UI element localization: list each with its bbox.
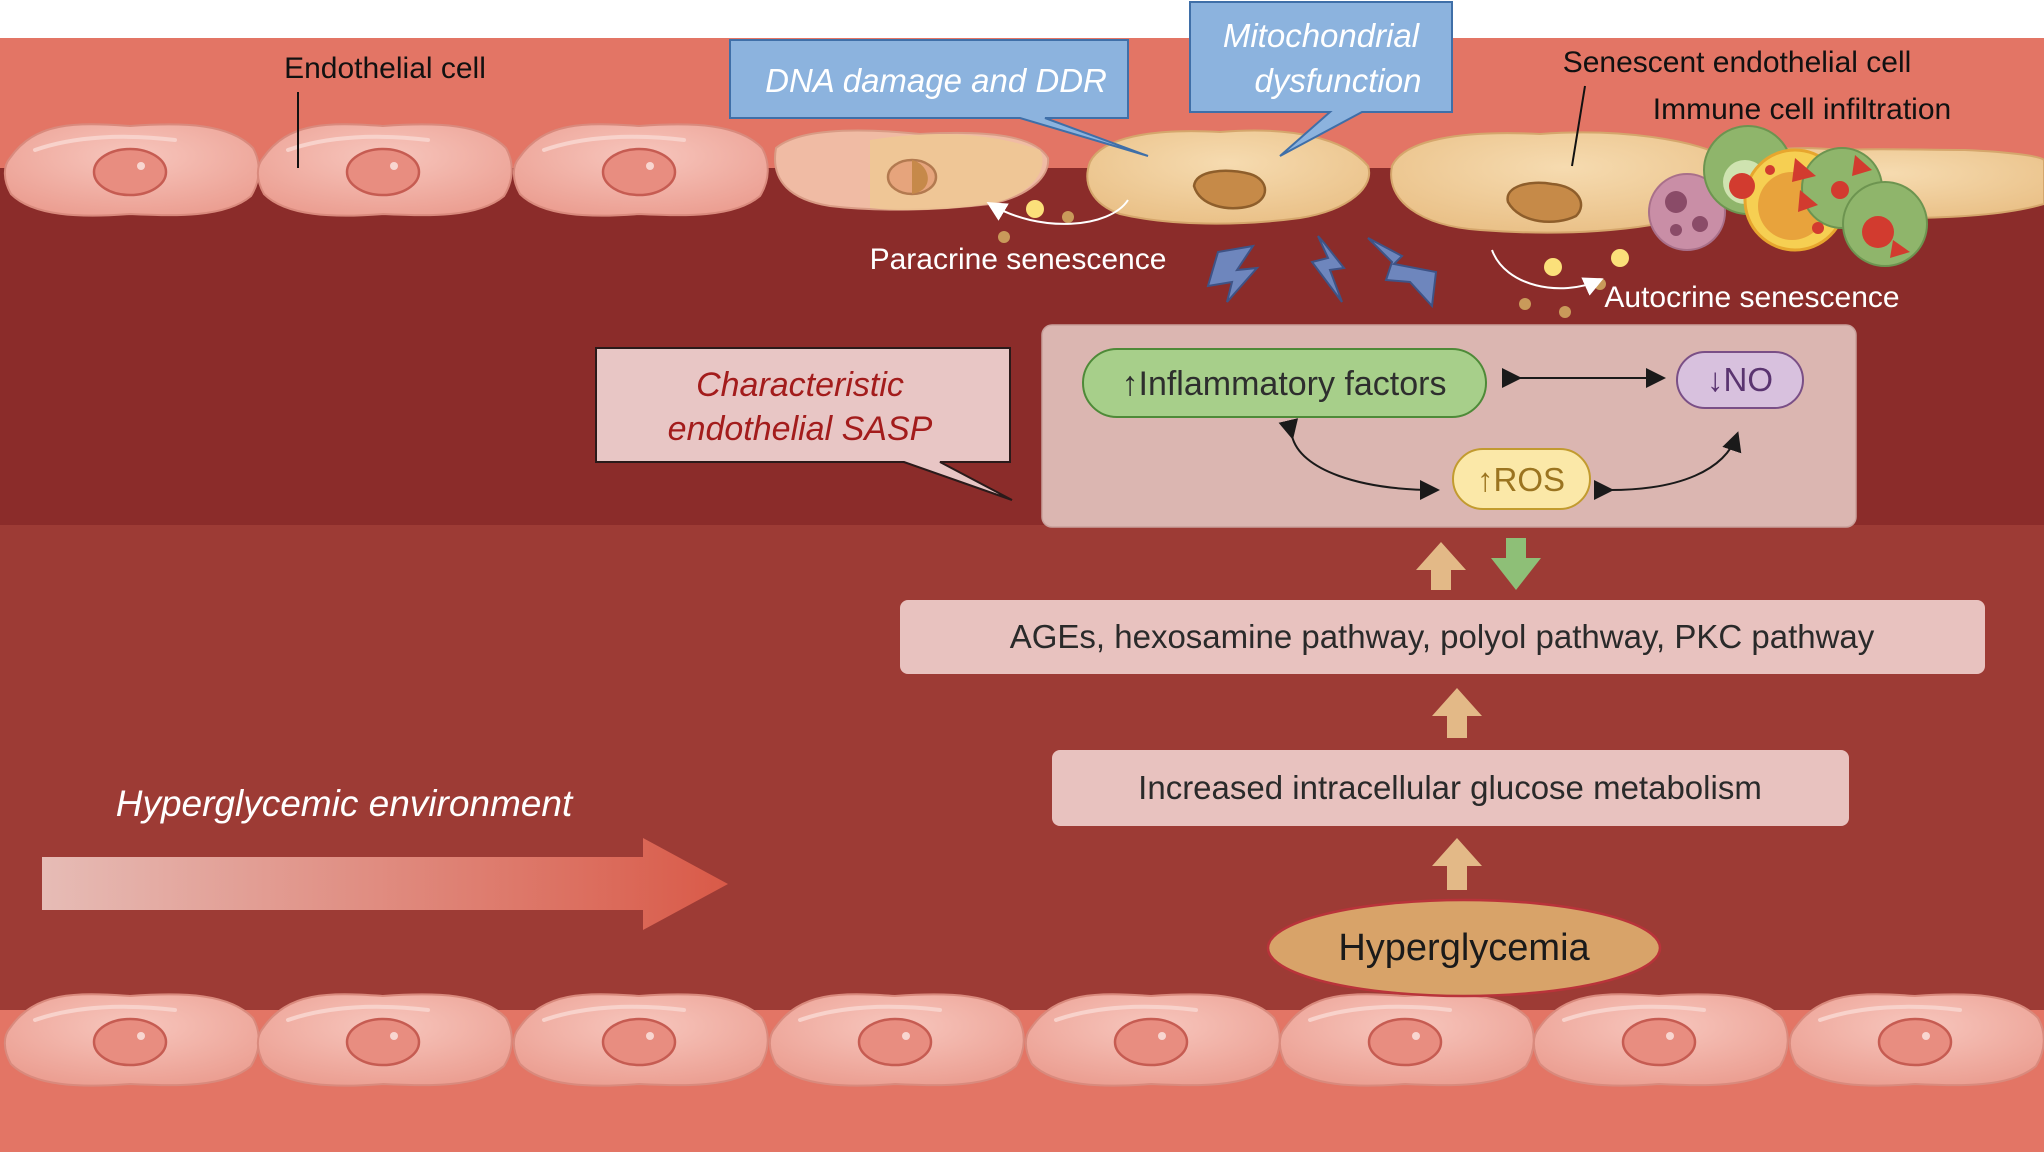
- endothelial-cell: [511, 992, 770, 1088]
- paracrine-label: Paracrine senescence: [870, 243, 1167, 276]
- endothelial-cell: [1531, 992, 1790, 1088]
- immune-infiltration-label: Immune cell infiltration: [1653, 93, 1951, 126]
- endothelial-cell-label: Endothelial cell: [284, 52, 486, 85]
- interaction-arrows: [1278, 368, 1742, 501]
- autocrine-particles: [1491, 249, 1629, 318]
- mitochondrial-label-line2: dysfunction: [1255, 62, 1422, 99]
- endothelial-cell: [255, 122, 514, 218]
- mitochondrial-label-line1: Mitochondrial: [1223, 17, 1421, 54]
- damage-bolt-icon: [1206, 235, 1438, 309]
- environment-label: Hyperglycemic environment: [116, 783, 574, 824]
- pathways-box: [900, 600, 1985, 674]
- autocrine-label: Autocrine senescence: [1604, 281, 1899, 314]
- endothelial-cell: [1787, 992, 2044, 1088]
- transitioning-cell: [774, 129, 1050, 211]
- endothelial-cell: [1277, 992, 1536, 1088]
- endothelial-cell: [767, 992, 1026, 1088]
- glucose-metabolism-label: Increased intracellular glucose metaboli…: [1138, 769, 1762, 806]
- pathways-label: AGEs, hexosamine pathway, polyol pathway…: [1010, 618, 1875, 655]
- endothelial-cell: [2, 122, 261, 218]
- environment-arrow-icon: [42, 838, 728, 930]
- hyperglycemia-label: Hyperglycemia: [1338, 927, 1590, 969]
- no-pill: [1676, 351, 1804, 409]
- endothelial-cell: [511, 122, 770, 218]
- no-label: ↓NO: [1707, 361, 1773, 398]
- flow-up-icon: [1416, 542, 1466, 590]
- flow-down-icon: [1491, 538, 1541, 590]
- inflammatory-factors-pill: [1082, 348, 1487, 418]
- dna-damage-label: DNA damage and DDR: [765, 62, 1107, 99]
- flow-up-icon: [1432, 688, 1482, 738]
- endothelial-cell: [255, 992, 514, 1088]
- glucose-metabolism-box: [1052, 750, 1849, 826]
- inflammatory-factors-label: ↑Inflammatory factors: [1122, 365, 1447, 403]
- ros-pill: [1452, 448, 1591, 510]
- senescent-cell-label: Senescent endothelial cell: [1563, 46, 1912, 79]
- hyperglycemia-node: [1266, 898, 1662, 998]
- endothelial-cell: [2, 992, 261, 1088]
- dna-damage-callout: DNA damage and DDR: [729, 39, 1149, 157]
- paracrine-particles: [986, 199, 1129, 243]
- senescent-endothelial-cell: [1086, 129, 1371, 225]
- senescent-cell-pointer: [1571, 85, 1586, 167]
- ros-label: ↑ROS: [1477, 461, 1565, 498]
- flow-up-icon: [1432, 838, 1482, 890]
- immune-cells: [1648, 125, 1928, 267]
- sasp-label-line1: Characteristic: [696, 366, 904, 404]
- sasp-callout: Characteristic endothelial SASP: [595, 347, 1013, 501]
- sasp-label-line2: endothelial SASP: [668, 410, 933, 448]
- mitochondrial-callout: Mitochondrial dysfunction: [1189, 1, 1453, 157]
- endothelial-cell: [1023, 992, 1282, 1088]
